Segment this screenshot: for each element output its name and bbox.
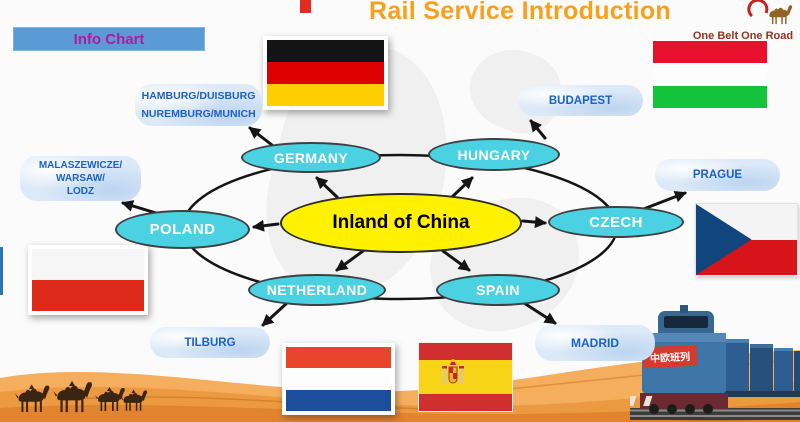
flag-stripe (32, 249, 144, 280)
flag-spain (418, 342, 513, 412)
city-line: MALASZEWICZE/ (38, 160, 123, 171)
red-accent-mark (300, 0, 311, 13)
arrow-center-spain (441, 249, 471, 272)
city-line: NUREMBURG/MUNICH (141, 108, 256, 120)
city-label-tilburg: TILBURG (150, 327, 270, 358)
flag-netherlands (282, 343, 395, 415)
city-label-germany-cities: HAMBURG/DUISBURG NUREMBURG/MUNICH (135, 84, 262, 126)
info-chart-button[interactable]: Info Chart (13, 27, 205, 51)
country-node-hungary: HUNGARY (428, 138, 560, 171)
city-line: PRAGUE (692, 169, 743, 181)
flag-stripe (286, 347, 391, 369)
city-line: MADRID (571, 336, 619, 350)
china-europe-train: 中欧班列 (630, 305, 800, 421)
city-label-prague: PRAGUE (655, 159, 780, 191)
city-line: BUDAPEST (548, 94, 613, 107)
flag-stripe (286, 368, 391, 390)
country-label: HUNGARY (457, 146, 531, 163)
country-label: GERMANY (273, 149, 349, 166)
flag-stripe (32, 280, 144, 311)
country-label: SPAIN (476, 282, 520, 298)
center-node-label: Inland of China (332, 212, 470, 233)
country-node-spain: SPAIN (436, 274, 560, 306)
info-chart-label: Info Chart (73, 30, 145, 48)
flag-stripe (653, 63, 767, 86)
country-label: POLAND (149, 221, 216, 238)
city-line: TILBURG (184, 336, 236, 349)
arrow-center-poland (252, 219, 280, 232)
country-node-netherland: NETHERLAND (248, 274, 386, 306)
arrow-netherland-tilburg (261, 301, 289, 327)
country-node-germany: GERMANY (241, 142, 381, 173)
country-node-poland: POLAND (115, 210, 250, 249)
flag-stripe (267, 84, 384, 106)
page-title: Rail Service Introduction (368, 0, 671, 25)
country-label: CZECH (589, 213, 643, 231)
flag-stripe (419, 343, 512, 360)
flag-czech (695, 203, 798, 276)
flag-stripe (286, 389, 391, 411)
logo-text: One Belt One Road (692, 30, 794, 42)
arrow-center-czech (521, 216, 547, 229)
logo-camel-icon (747, 0, 793, 25)
city-line: LODZ (66, 186, 95, 197)
flag-poland (28, 245, 148, 315)
arrow-hungary-budapest (529, 119, 547, 140)
city-label-poland-cities: MALASZEWICZE/ WARSAW/ LODZ (20, 156, 141, 201)
one-belt-one-road-logo: One Belt One Road (690, 0, 796, 44)
flag-stripe (419, 394, 512, 411)
city-label-madrid: MADRID (535, 325, 655, 361)
flag-stripe (267, 62, 384, 84)
flag-stripe (267, 40, 384, 62)
arrow-spain-madrid (522, 301, 557, 325)
flag-stripe (653, 41, 767, 64)
country-label: NETHERLAND (266, 282, 368, 298)
arrow-center-hungary (450, 176, 474, 199)
train-banner-text: 中欧班列 (650, 350, 691, 365)
city-label-budapest: BUDAPEST (518, 85, 643, 116)
left-edge-accent (0, 247, 3, 295)
flag-stripe (653, 85, 767, 108)
city-line: WARSAW/ (56, 173, 105, 184)
arrow-center-netherland (335, 249, 365, 272)
flag-germany (263, 36, 388, 110)
flag-stripe (419, 360, 512, 394)
flag-hungary (653, 41, 767, 108)
container-cars (723, 339, 800, 397)
country-node-czech: CZECH (548, 206, 684, 238)
arrow-germany-cities (248, 126, 274, 147)
arrow-center-germany (315, 176, 339, 199)
locomotive: 中欧班列 (630, 305, 728, 414)
spain-coat-of-arms (442, 358, 465, 384)
center-node-inland-of-china: Inland of China (280, 193, 522, 253)
city-line: HAMBURG/DUISBURG (141, 89, 256, 102)
